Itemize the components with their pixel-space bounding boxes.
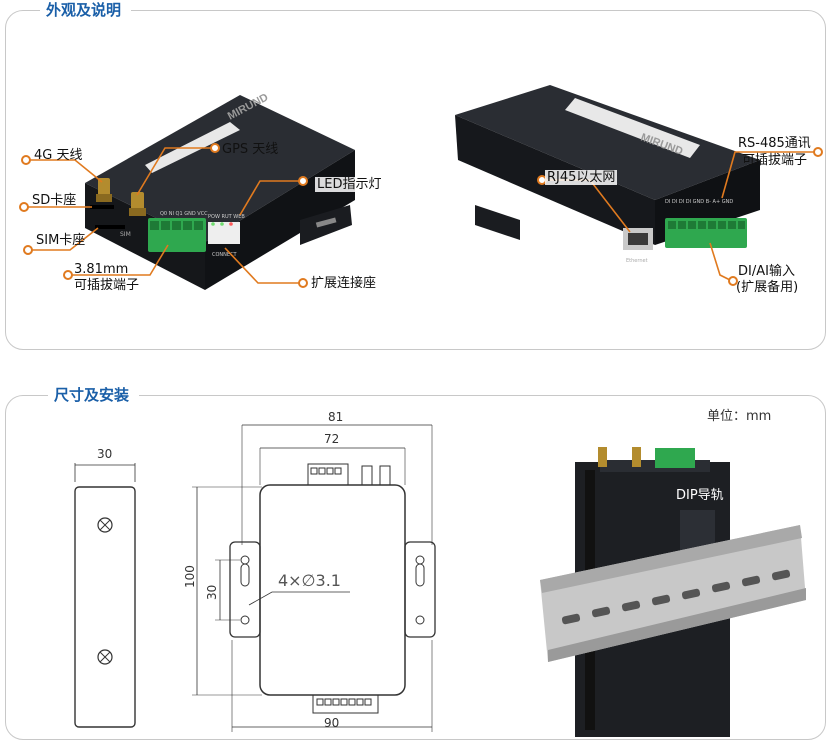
dim-height: 100 (183, 565, 197, 588)
front-sim-mark: SIM (120, 231, 131, 238)
label-rj45: RJ45以太网 (545, 170, 618, 185)
label-expansion: 扩展连接座 (311, 276, 377, 291)
label-diai-line2: (扩展备用) (736, 280, 799, 295)
din-rail-photo (540, 447, 806, 737)
label-4g-antenna: 4G 天线 (34, 148, 83, 163)
dim-bottom-width: 90 (324, 716, 340, 730)
label-led: LED指示灯 (315, 177, 384, 192)
front-led-mark: POW RUT WEB (208, 214, 245, 220)
dim-hole-note: 4×∅3.1 (278, 571, 341, 590)
side-view-drawing (74, 463, 136, 728)
front-pin-mark: Q0 NI Q1 GND VCC (160, 211, 208, 217)
dim-overall-width: 81 (328, 410, 344, 424)
front-view-drawing (192, 424, 436, 732)
expansion-connector-visual (208, 222, 240, 244)
appearance-panel (5, 10, 826, 350)
unit-label: 单位：mm (707, 409, 772, 424)
dim-side-width: 30 (97, 447, 113, 461)
sd-slot-visual (90, 205, 114, 209)
label-gps-antenna: GPS 天线 (222, 142, 279, 157)
dimensions-section-title: 尺寸及安装 (48, 385, 140, 405)
label-terminal-line2: 可插拔端子 (74, 278, 140, 293)
label-sd-slot: SD卡座 (32, 193, 77, 208)
back-ethernet-mark: Ethernet (626, 258, 648, 264)
label-din-rail: DIP导轨 (676, 488, 724, 503)
front-antenna-connectors (96, 178, 146, 216)
label-rs485-line1: RS-485通讯 (738, 136, 811, 151)
dim-hole-spacing: 30 (205, 584, 219, 600)
appearance-section-title: 外观及说明 (40, 0, 132, 20)
dimensions-panel (5, 395, 826, 740)
label-rs485-line2: 可插拔端子 (742, 153, 808, 168)
front-connect-mark: CONNECT (212, 252, 238, 258)
label-terminal-line1: 3.81mm (74, 262, 129, 277)
back-pin-mark: DI DI DI DI GND B- A+ GND (665, 199, 733, 205)
dim-body-width: 72 (324, 432, 340, 446)
sim-slot-visual (95, 225, 125, 229)
front-terminal-block (148, 218, 206, 252)
label-sim-slot: SIM卡座 (36, 233, 86, 248)
back-terminal-block (665, 218, 747, 248)
label-diai-line1: DI/AI输入 (738, 264, 795, 279)
